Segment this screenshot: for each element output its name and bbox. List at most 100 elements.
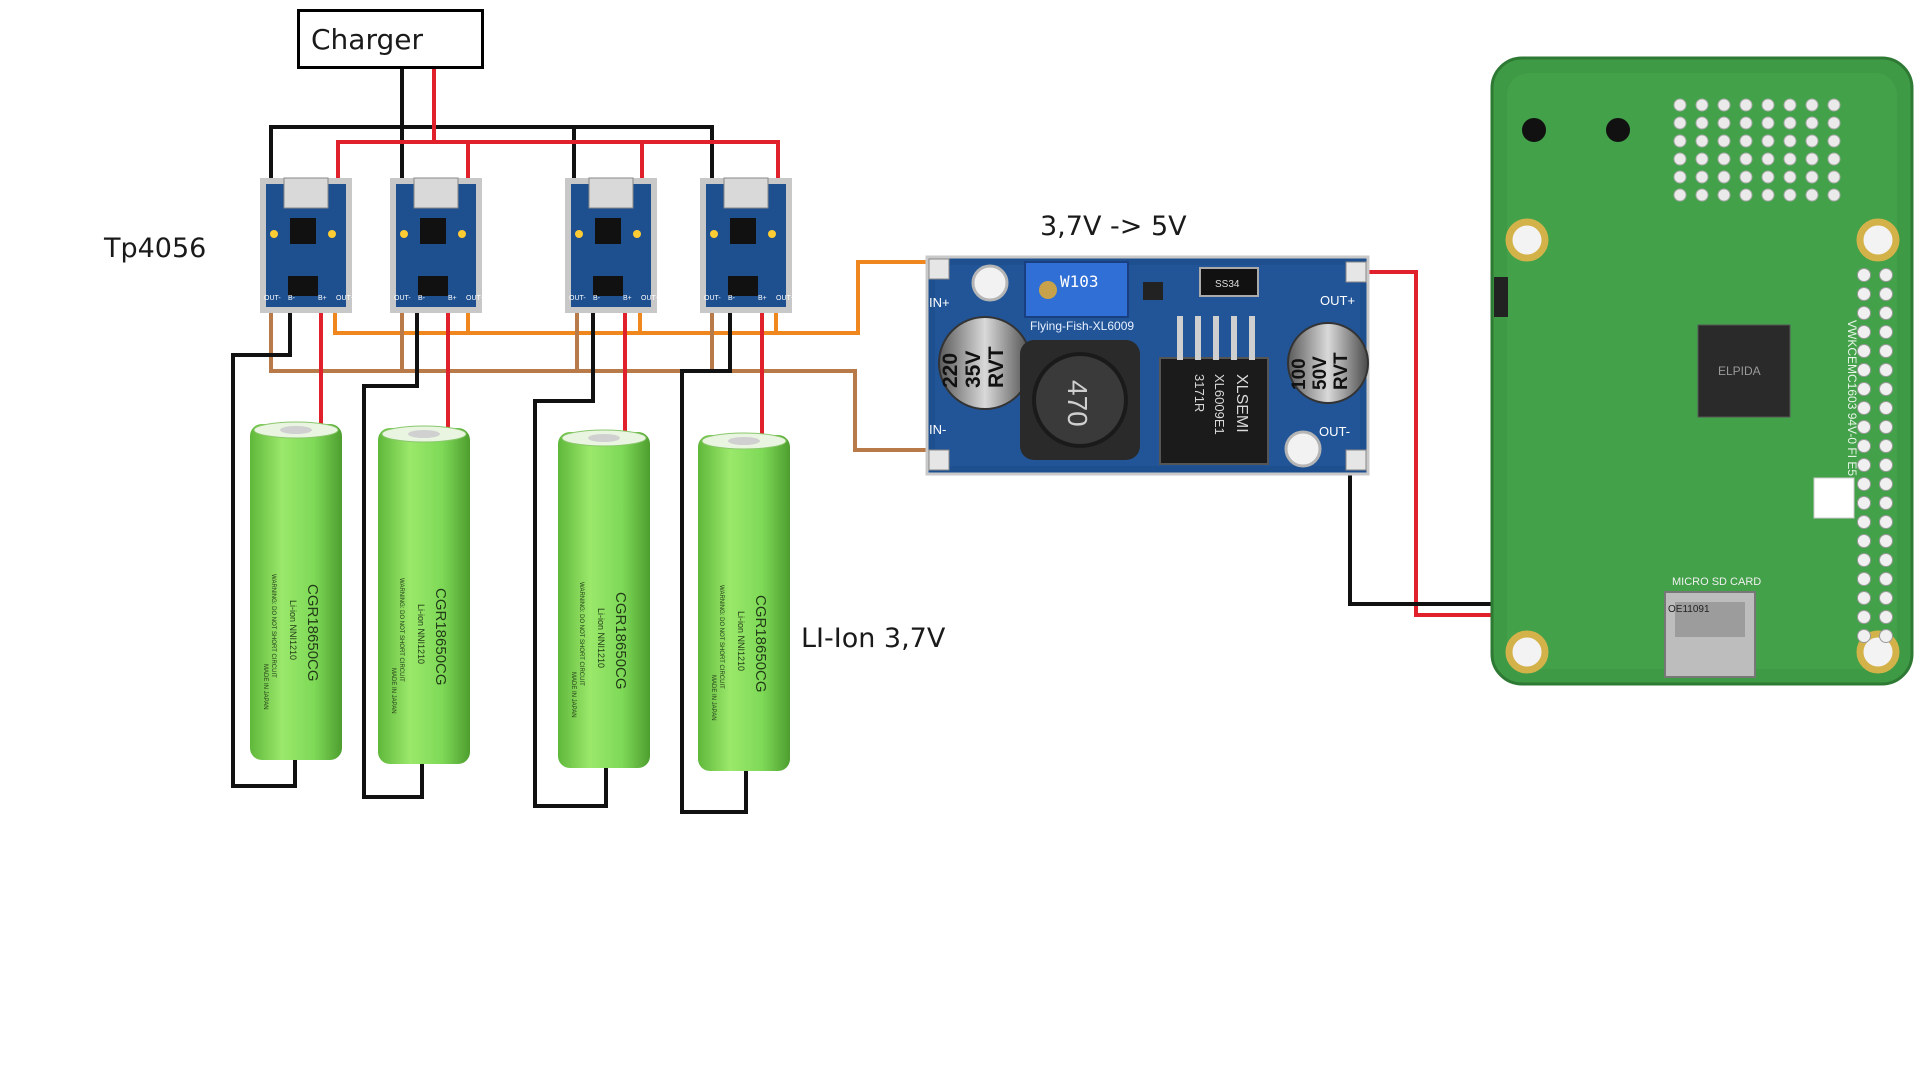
battery-warning: WARNING: DO NOT SHORT CIRCUIT	[718, 585, 724, 689]
usb-port	[723, 177, 769, 209]
tp-ic	[730, 218, 756, 244]
via-hole	[1827, 134, 1841, 148]
via-hole	[1739, 116, 1753, 130]
via-hole	[1761, 152, 1775, 166]
diode-label: SS34	[1215, 279, 1240, 290]
tp-pin-label: OUT+	[641, 295, 660, 302]
gpio-pin	[1857, 287, 1871, 301]
gpio-pin	[1879, 363, 1893, 377]
via-hole	[1761, 98, 1775, 112]
tp-pin-label: OUT-	[264, 295, 281, 302]
cap-out-v3: RVT	[1331, 352, 1352, 390]
via-hole	[1761, 116, 1775, 130]
battery-chem: Li-ion NNI1210	[288, 600, 298, 660]
pad-in-plus	[928, 258, 950, 280]
cap-out-v2: 50V	[1310, 356, 1331, 390]
gpio-pin	[1857, 458, 1871, 472]
in-plus-label: IN+	[929, 295, 950, 310]
tp-pin-label: B+	[758, 295, 767, 302]
cap-in-v2: 35V	[962, 351, 985, 388]
via-hole	[1673, 116, 1687, 130]
via-hole	[1739, 98, 1753, 112]
tp-mosfet	[418, 276, 448, 296]
tp-pin-label: B-	[593, 295, 601, 302]
tp-ic	[595, 218, 621, 244]
tp-pin-label: OUT-	[704, 295, 721, 302]
via-hole	[1717, 116, 1731, 130]
out-minus-label: OUT-	[1319, 424, 1350, 439]
via-hole	[1739, 134, 1753, 148]
gpio-pin	[1879, 439, 1893, 453]
pot-label: W103	[1060, 272, 1099, 291]
gpio-pin	[1857, 629, 1871, 643]
battery-warning: WARNING: DO NOT SHORT CIRCUIT	[578, 582, 584, 686]
gpio-pin	[1879, 268, 1893, 282]
battery-made: MADE IN JAPAN	[710, 675, 716, 721]
tp-mosfet	[288, 276, 318, 296]
via-hole	[1695, 152, 1709, 166]
gpio-pin	[1857, 382, 1871, 396]
via-hole	[1695, 170, 1709, 184]
tp-pin-label: B-	[288, 295, 296, 302]
batt4-black	[680, 312, 748, 814]
gpio-pin	[1879, 325, 1893, 339]
brand-label: Flying-Fish-XL6009	[1030, 319, 1134, 333]
tp-pin-label: OUT-	[569, 295, 586, 302]
in-minus-label: IN-	[929, 422, 946, 437]
gpio-pin	[1857, 325, 1871, 339]
gpio-pin	[1857, 515, 1871, 529]
gpio-pin	[1857, 553, 1871, 567]
cap-in-v3: RVT	[985, 346, 1008, 388]
via-hole	[1783, 170, 1797, 184]
battery-warning: WARNING: DO NOT SHORT CIRCUIT	[270, 574, 276, 678]
battery-chem: Li-ion NNI1210	[596, 608, 606, 668]
via-hole	[1761, 134, 1775, 148]
tp-pin-label: OUT+	[776, 295, 795, 302]
via-hole	[1673, 152, 1687, 166]
gpio-pin	[1857, 401, 1871, 415]
pad-out-minus	[1345, 449, 1367, 471]
soc-chip	[1697, 324, 1791, 418]
gpio-pin	[1857, 439, 1871, 453]
gpio-pin	[1879, 629, 1893, 643]
pi-hole-tl	[1505, 218, 1549, 262]
gpio-pin	[1879, 287, 1893, 301]
gpio-pin	[1857, 268, 1871, 282]
charger-label: Charger	[311, 23, 423, 56]
via-hole	[1827, 188, 1841, 202]
gpio-pin	[1857, 610, 1871, 624]
pad-in-minus	[928, 449, 950, 471]
via-hole	[1827, 98, 1841, 112]
battery-wires	[231, 312, 764, 814]
tp-pin-label: OUT+	[466, 295, 485, 302]
ic-label-3: 3171R	[1192, 374, 1207, 412]
battery-made: MADE IN JAPAN	[570, 672, 576, 718]
output-wires	[269, 260, 1525, 617]
smd-part	[1143, 282, 1163, 300]
via-hole	[1717, 170, 1731, 184]
tp-pin-label: OUT-	[394, 295, 411, 302]
charger-red-wire	[336, 69, 436, 180]
pad-out-plus	[1345, 261, 1367, 283]
gpio-pin	[1857, 591, 1871, 605]
via-hole	[1783, 188, 1797, 202]
battery-warning: WARNING: DO NOT SHORT CIRCUIT	[398, 578, 404, 682]
tp4056-label: Tp4056	[103, 233, 206, 264]
ic-pins	[1177, 316, 1255, 360]
gpio-pin	[1879, 401, 1893, 415]
tp-pin-label: B+	[318, 295, 327, 302]
tp-pin-label: OUT+	[336, 295, 355, 302]
gpio-pin	[1879, 382, 1893, 396]
gpio-pin	[1879, 572, 1893, 586]
gpio-pin	[1857, 534, 1871, 548]
orange-out-plus-bus	[333, 260, 930, 335]
battery-model: CGR18650CG	[304, 584, 321, 682]
charger-red-bus	[434, 140, 780, 180]
via-hole	[1695, 188, 1709, 202]
vertical-code: VWKCEMC1603 94V-0 FI E5	[1845, 320, 1859, 476]
gpio-pin	[1879, 610, 1893, 624]
ic-label-1: XLSEMI	[1233, 374, 1250, 433]
via-hole	[1805, 188, 1819, 202]
via-hole	[1805, 170, 1819, 184]
